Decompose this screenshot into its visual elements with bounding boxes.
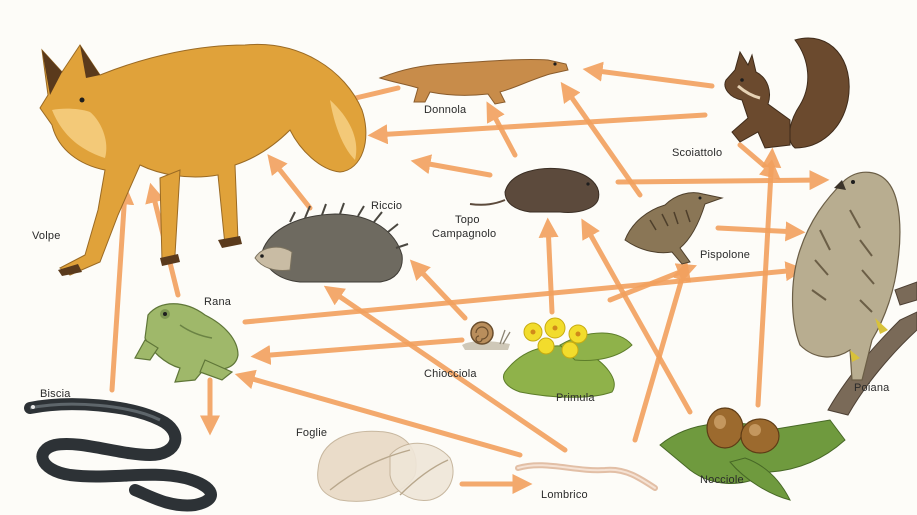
label-volpe: Volpe xyxy=(32,230,61,243)
label-riccio: Riccio xyxy=(371,200,402,213)
frog-icon xyxy=(135,304,238,382)
label-rana: Rana xyxy=(204,296,231,309)
arrow-pispolone-poiana xyxy=(718,228,798,232)
arrow-topo-poiana xyxy=(618,180,822,182)
arrow-primula-topo xyxy=(548,225,552,312)
primrose-icon xyxy=(503,318,632,397)
hedgehog-icon xyxy=(255,203,408,282)
buzzard-icon xyxy=(793,172,917,415)
label-pispolone: Pispolone xyxy=(700,249,750,262)
label-primula: Primula xyxy=(556,392,595,405)
snail-icon xyxy=(462,322,510,350)
dry-leaves-icon xyxy=(318,431,453,501)
label-donnola: Donnola xyxy=(424,104,466,117)
arrow-topo-donnola xyxy=(490,108,515,155)
arrow-riccio-volpe xyxy=(272,160,310,208)
arrow-scoiattolo-volpe xyxy=(375,115,705,135)
arrow-scoiattolo-donnola xyxy=(590,70,712,86)
hazelnut-icon xyxy=(660,408,845,500)
label-lombrico: Lombrico xyxy=(541,489,588,502)
arrow-nocciole-scoiattolo xyxy=(758,155,772,405)
label-chiocciola: Chiocciola xyxy=(424,368,477,381)
label-poiana: Poiana xyxy=(854,382,889,395)
weasel-icon xyxy=(380,59,568,104)
label-campagnolo: Campagnolo xyxy=(432,228,496,241)
arrow-topo-volpe xyxy=(418,162,490,175)
label-scoiattolo: Scoiattolo xyxy=(672,147,722,160)
squirrel-icon xyxy=(725,38,849,148)
label-biscia: Biscia xyxy=(40,388,71,401)
earthworm-icon xyxy=(518,465,655,488)
arrow-chiocciola-riccio xyxy=(415,265,465,318)
grass-snake-icon xyxy=(30,404,211,505)
label-nocciole: Nocciole xyxy=(700,474,744,487)
arrow-chiocciola-rana xyxy=(258,340,462,356)
label-foglie: Foglie xyxy=(296,427,327,440)
label-topo: Topo xyxy=(455,214,480,227)
